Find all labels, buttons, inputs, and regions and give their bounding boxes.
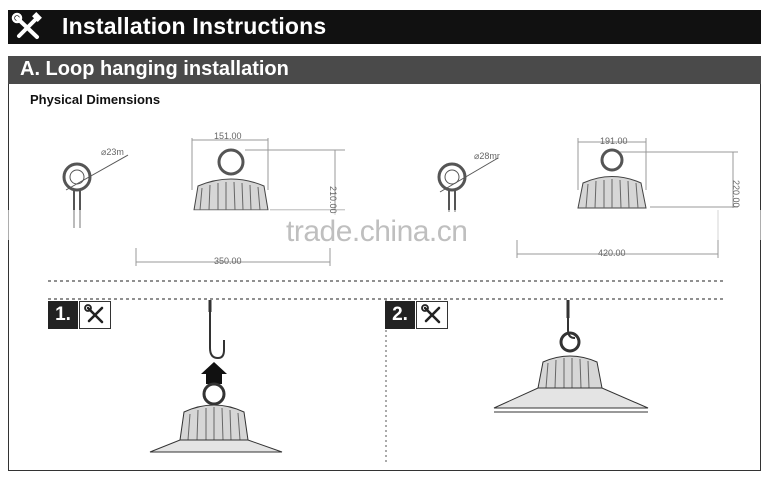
step1-drawing bbox=[149, 300, 283, 453]
step-2-number: 2. bbox=[385, 301, 415, 329]
width-left: 151.00 bbox=[214, 131, 242, 141]
content-frame bbox=[8, 84, 761, 471]
watermark: trade.china.cn bbox=[286, 215, 468, 248]
width-right: 191.00 bbox=[600, 136, 628, 146]
section-title: A. Loop hanging installation bbox=[20, 58, 289, 80]
tools-icon bbox=[11, 12, 42, 39]
section-bar bbox=[8, 56, 761, 84]
step-1-tools-box bbox=[79, 301, 111, 329]
eye-bolt-right bbox=[437, 157, 499, 212]
step-1-number: 1. bbox=[48, 301, 78, 329]
ring-diameter-right: ⌀28mr bbox=[474, 151, 500, 161]
header-bar bbox=[8, 10, 761, 44]
span-left: 350.00 bbox=[214, 256, 242, 266]
ring-diameter-left: ⌀23m bbox=[101, 147, 124, 157]
tools-icon bbox=[421, 304, 441, 324]
subheading: Physical Dimensions bbox=[30, 92, 161, 107]
tools-icon bbox=[84, 304, 104, 324]
page-title: Installation Instructions bbox=[62, 13, 327, 39]
span-right: 420.00 bbox=[598, 248, 626, 258]
height-right: 220.00 bbox=[731, 180, 741, 208]
step2-drawing bbox=[493, 300, 649, 413]
height-left: 210.00 bbox=[328, 186, 338, 214]
step-2-tools-box bbox=[416, 301, 448, 329]
lamp-right bbox=[516, 138, 738, 258]
